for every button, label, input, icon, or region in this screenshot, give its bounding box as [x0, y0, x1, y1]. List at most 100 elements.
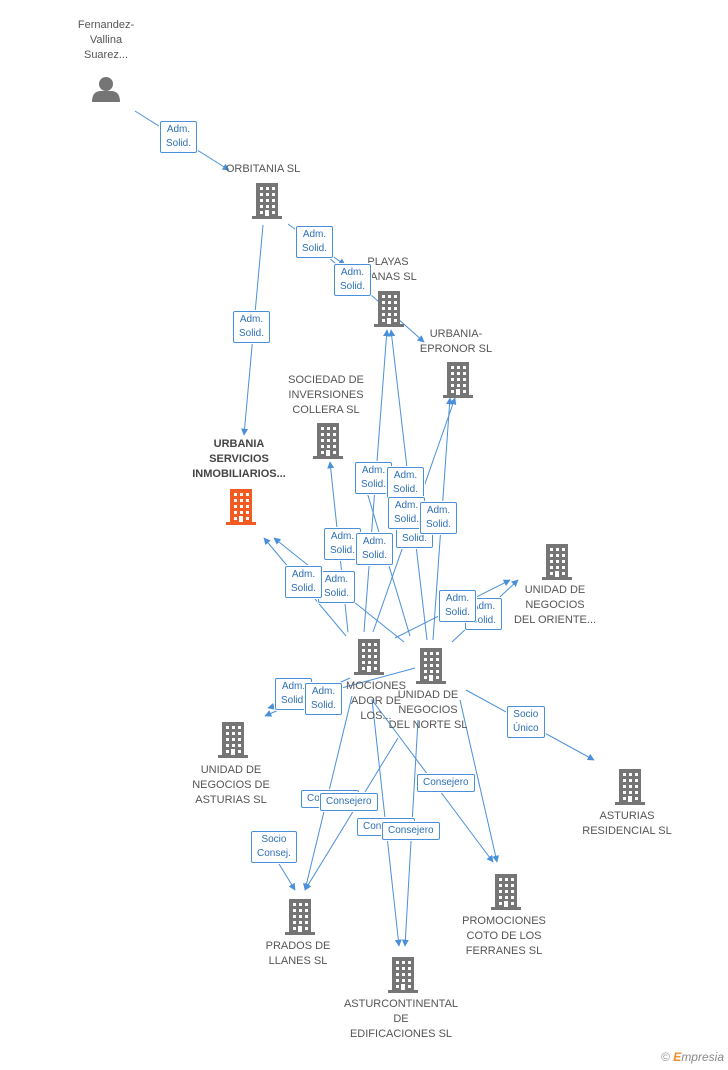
node-label-line: ADOR DE	[350, 695, 402, 707]
node-label-line: SERVICIOS	[209, 453, 269, 465]
relation-badge-text: Socio	[513, 709, 539, 720]
relation-badge-text: Solid.	[166, 138, 192, 149]
relation-badge[interactable]: Consejero	[320, 793, 378, 811]
node-label-promociones_ador[interactable]: MOCIONES ADOR DE LOS...	[346, 679, 406, 724]
building-icon-asturias_un[interactable]	[218, 722, 248, 758]
building-icon-asturias_res[interactable]	[615, 769, 645, 805]
node-label-line: Fernandez-	[77, 19, 135, 31]
building-icon-urbania_serv[interactable]	[226, 489, 256, 525]
node-label-oriente[interactable]: UNIDAD DE NEGOCIOS DEL ORIENTE...	[514, 583, 596, 628]
building-icon-prados[interactable]	[285, 899, 315, 935]
node-label-urbania_serv[interactable]: URBANIA SERVICIOS INMOBILIARIOS...	[192, 437, 286, 482]
relation-badge-text: Solid.	[445, 607, 471, 618]
node-label-line: INMOBILIARIOS...	[192, 468, 286, 480]
building-icon-asturcontinental[interactable]	[388, 957, 418, 993]
relation-badge-text: Solid.	[291, 583, 317, 594]
node-label-urbania_epronor[interactable]: URBANIA- EPRONOR SL	[420, 327, 492, 357]
relation-badge-text: Socio	[261, 834, 287, 845]
relation-badge-text: Adm.	[426, 505, 451, 516]
node-label-line: PROMOCIONES	[462, 915, 546, 927]
relation-badge-text: Solid.	[362, 550, 388, 561]
building-icon-promociones_ador[interactable]	[354, 639, 384, 675]
building-icon-sociedad[interactable]	[313, 423, 343, 459]
edge-norte-to-coto	[459, 699, 500, 863]
relation-badge-text: Consejero	[326, 796, 372, 807]
relation-badge[interactable]: Adm.Solid.	[285, 566, 323, 598]
building-icon-urbania_epronor[interactable]	[443, 362, 473, 398]
relation-badge-text: Adm.	[330, 531, 355, 542]
relation-badge-text: Adm.	[281, 681, 306, 692]
relation-badge-text: Solid.	[340, 281, 366, 292]
relation-badge[interactable]: Adm.Solid.	[160, 121, 198, 153]
relation-badge-text: Solid.	[281, 695, 307, 706]
relation-badge-text: Consej.	[257, 848, 291, 859]
relation-badge-text: Adm.	[311, 686, 336, 697]
relation-badge-text: Solid.	[393, 484, 419, 495]
person-icon-person[interactable]	[92, 77, 120, 102]
relation-badge-text: Solid.	[330, 545, 356, 556]
node-label-line: LOS...	[360, 710, 392, 722]
node-label-line: EPRONOR SL	[419, 343, 493, 355]
node-label-line: EDIFICACIONES SL	[349, 1028, 453, 1040]
node-label-line: NEGOCIOS	[525, 599, 585, 611]
relation-badge[interactable]: Consejero	[417, 774, 475, 792]
relation-badge[interactable]: Adm. Solid.	[318, 571, 356, 603]
node-label-line: Suarez...	[83, 49, 129, 61]
relation-badge-text: Adm.	[340, 267, 365, 278]
node-label-orbitania[interactable]: ORBITANIA SL	[226, 162, 300, 177]
relation-badge-text: Adm.	[324, 574, 349, 585]
relation-badge[interactable]: Adm.Solid.	[233, 311, 271, 343]
relation-badge[interactable]: Adm.Solid.	[356, 533, 394, 565]
relation-badge[interactable]: Adm.Solid.	[296, 226, 334, 258]
node-label-line: UNIDAD DE	[524, 584, 586, 596]
node-label-line: UNIDAD DE	[397, 689, 459, 701]
relation-badge-text: Consejero	[423, 777, 469, 788]
relation-badge[interactable]: Adm.Solid.	[305, 683, 343, 715]
nodes-layer	[92, 77, 645, 993]
node-label-line: MOCIONES	[346, 680, 406, 692]
relation-badge-text: Adm.	[445, 593, 470, 604]
relation-badge-text: Único	[513, 723, 539, 734]
node-label-line: ASTURIAS SL	[195, 794, 267, 806]
relation-badge[interactable]: Adm. Solid.	[420, 502, 458, 534]
node-label-line: PRADOS DE	[265, 940, 331, 952]
node-label-line: DEL ORIENTE...	[513, 614, 597, 626]
node-label-line: COTO DE LOS	[466, 930, 542, 942]
node-label-coto[interactable]: PROMOCIONES COTO DE LOS FERRANES SL	[462, 914, 546, 959]
building-icon-oriente[interactable]	[542, 544, 572, 580]
building-icon-norte[interactable]	[416, 648, 446, 684]
node-label-line: RESIDENCIAL SL	[582, 825, 672, 837]
building-icon-coto[interactable]	[491, 874, 521, 910]
node-label-line: URBANIA	[213, 438, 265, 450]
node-label-line: COLLERA SL	[292, 404, 360, 416]
relation-badge[interactable]: Adm.Solid.	[388, 497, 426, 529]
building-icon-orbitania[interactable]	[252, 183, 282, 219]
relation-badge[interactable]: Adm. Solid.	[439, 590, 477, 622]
node-label-line: URBANIA-	[429, 328, 483, 340]
relation-badge-text: Solid.	[426, 519, 452, 530]
building-icon-playas[interactable]	[374, 291, 404, 327]
relation-badge-text: Adm.	[394, 500, 419, 511]
relation-badge-text: Adm.	[361, 465, 386, 476]
relation-badge-text: Adm.	[471, 601, 496, 612]
relation-badge-text: Solid.	[324, 588, 350, 599]
relation-badge[interactable]: Adm. Solid.	[324, 528, 362, 560]
node-label-line: NEGOCIOS DE	[192, 779, 270, 791]
relation-badge[interactable]: Consejero	[382, 822, 440, 840]
node-label-line: FERRANES SL	[465, 945, 543, 957]
relation-badge[interactable]: Adm. Solid.	[334, 264, 372, 296]
node-label-line: RIANAS SL	[359, 271, 417, 283]
relation-badge[interactable]: Adm.Solid.	[387, 467, 425, 499]
relation-badge-text: Solid.	[302, 243, 328, 254]
edge-norte-to-prados	[304, 737, 399, 891]
